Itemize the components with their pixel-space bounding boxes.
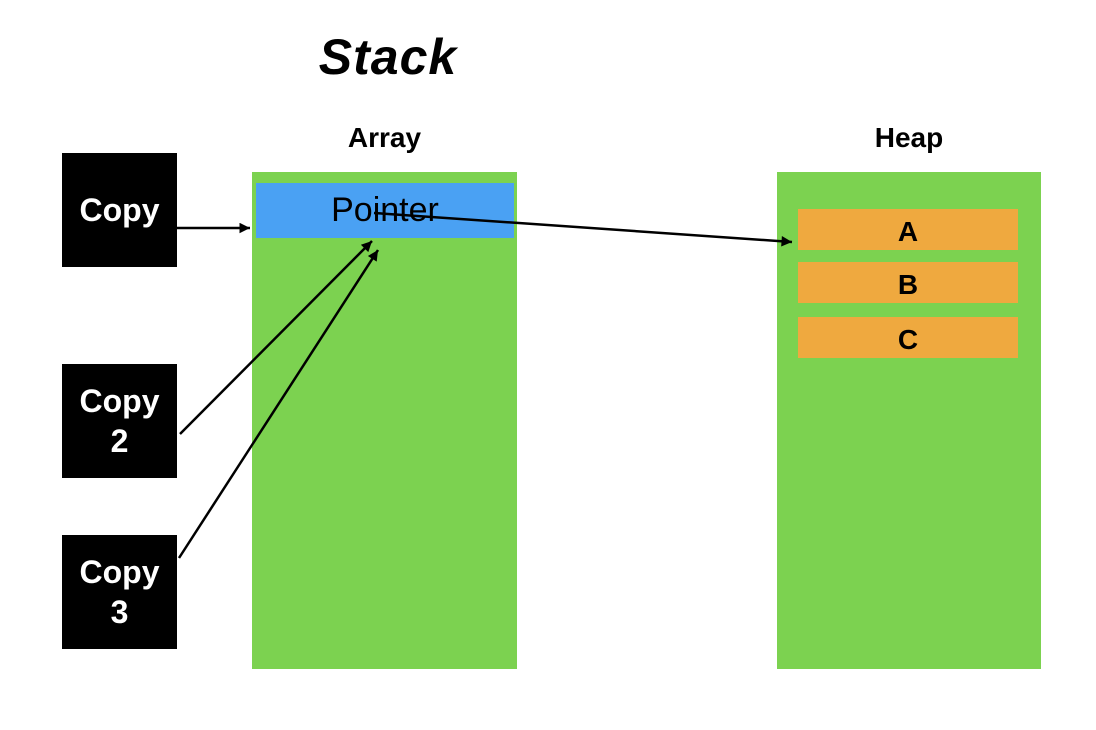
copy-box-2-label: Copy [79,383,160,419]
copy-box-2-number: 2 [110,423,129,459]
heap-cell-b: B [798,262,1018,303]
heap-cell-c: C [798,317,1018,358]
copy-box-1-label: Copy [79,192,160,228]
copy-box-1: Copy [62,153,177,267]
pointer-box: Pointer [256,183,514,238]
array-label: Array [347,122,422,153]
heap-region [777,172,1041,669]
copy-box-2: Copy 2 [62,364,177,478]
heap-cell-a: A [798,209,1018,250]
heap-label: Heap [874,122,944,153]
copy-box-3: Copy 3 [62,535,177,649]
diagram-title: Stack [318,29,458,85]
array-region [252,172,517,669]
copy-box-3-label: Copy [79,554,160,590]
copy-box-3-number: 3 [110,594,129,630]
